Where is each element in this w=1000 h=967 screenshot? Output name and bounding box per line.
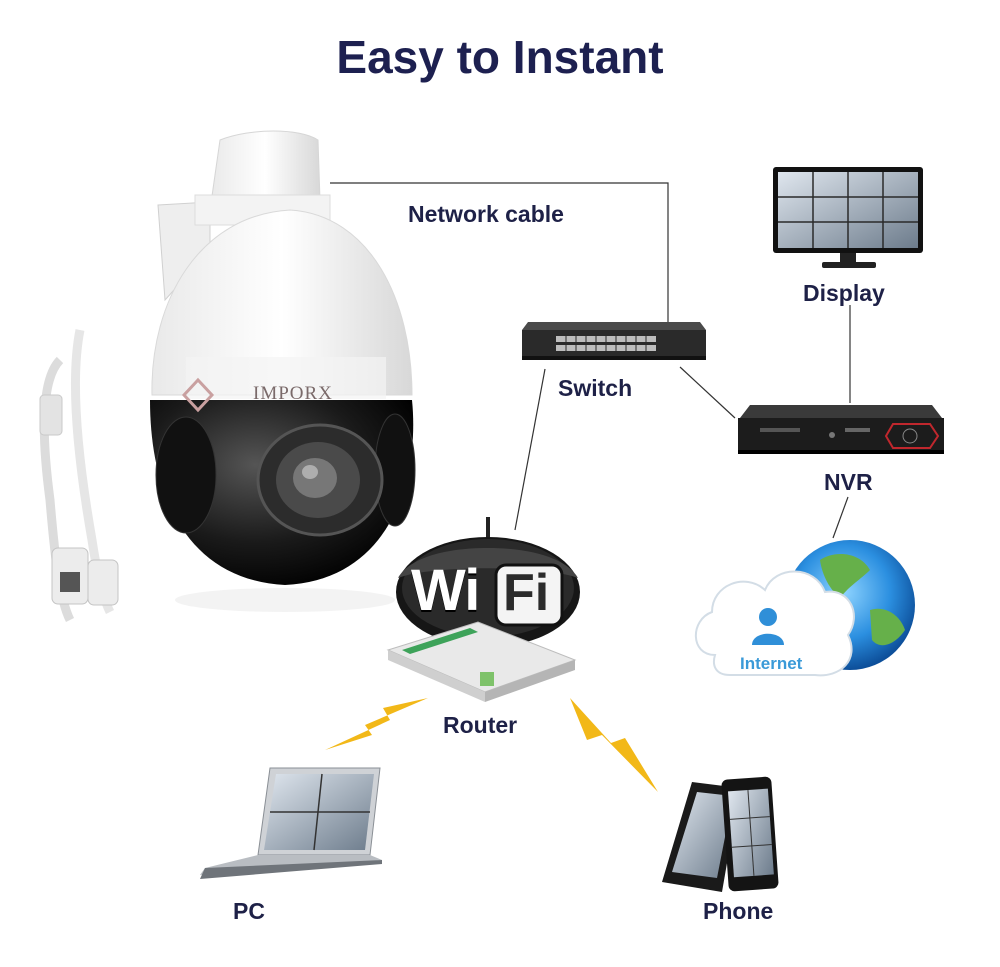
wifi-logo-wi: Wi [411,558,480,623]
smartphone-icon [662,776,779,892]
switch-nvr-line [679,366,736,419]
wifi-logo-fi: Fi [503,564,550,622]
wifi-router-icon [386,517,580,702]
nvr-recorder-icon [738,405,944,454]
router-label: Router [443,712,518,738]
brand-watermark: IMPORX [253,383,333,404]
page-title: Easy to Instant [336,31,664,83]
laptop-icon [200,767,382,879]
switch-router-line [514,368,546,531]
lightning-bolt-icon [325,698,658,792]
internet-label: Internet [740,654,803,673]
phone-label: Phone [703,898,774,924]
cloud-globe-icon [694,540,915,677]
network-switch-icon [522,322,706,360]
nvr-internet-line [832,496,849,539]
display-label: Display [803,280,885,306]
monitor-icon [773,167,923,268]
switch-label: Switch [558,375,633,401]
network-cable-line [330,182,669,326]
connection-lines [330,182,851,539]
network-cable-label: Network cable [408,201,564,227]
pc-label: PC [233,898,265,924]
nvr-label: NVR [824,469,873,495]
ptz-dome-camera-icon [39,130,416,623]
